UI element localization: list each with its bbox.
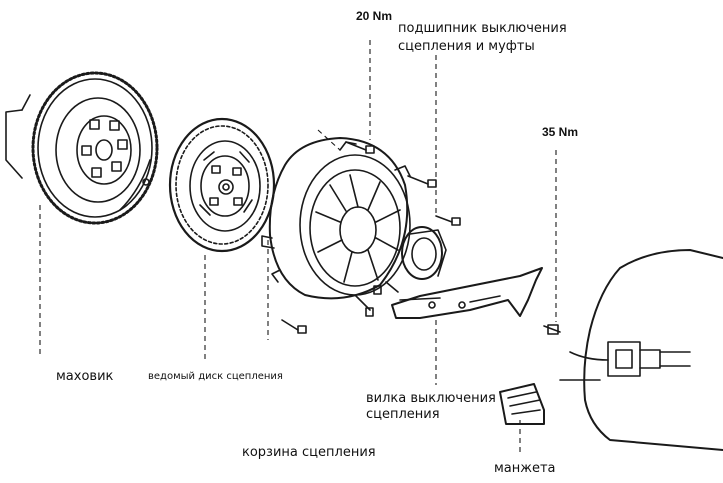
- label-release-bearing-2: сцепления и муфты: [398, 39, 535, 54]
- label-pressure-plate: корзина сцепления: [242, 445, 376, 460]
- label-flywheel: маховик: [56, 369, 114, 384]
- flywheel-part: [5, 71, 159, 225]
- cover-axis-top: [317, 129, 341, 151]
- boot-part: [499, 383, 545, 425]
- label-driven-disc: ведомый диск сцепления: [148, 371, 283, 382]
- pressure-plate-part: [261, 137, 411, 300]
- label-release-bearing-1: подшипник выключения: [398, 21, 567, 36]
- torque-label-cover: 20 Nm: [356, 9, 393, 23]
- release-fork-part: [391, 267, 543, 319]
- driven-disc-part: [168, 117, 276, 253]
- label-boot: манжета: [494, 461, 556, 476]
- transmission-housing-part: [559, 249, 723, 451]
- release-bearing-part: [401, 226, 447, 280]
- pivot-stud-part: [543, 324, 561, 335]
- torque-label-pivot: 35 Nm: [542, 125, 579, 139]
- cover-bolts: [281, 141, 461, 334]
- label-release-fork-1: вилка выключения: [366, 391, 496, 406]
- label-release-fork-2: сцепления: [366, 407, 440, 422]
